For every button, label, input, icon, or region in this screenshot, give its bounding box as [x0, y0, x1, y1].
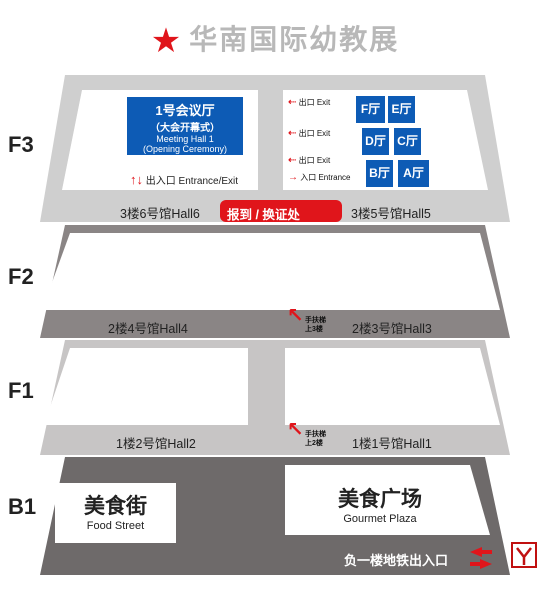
food-street-cn: 美食街	[84, 495, 147, 518]
hall3-label: 2楼3号馆Hall3	[352, 322, 432, 336]
page-title: ★华南国际幼教展	[0, 18, 550, 61]
exit-3: ⇠ 出口 Exit	[288, 155, 331, 166]
floor-label-f1: F1	[8, 378, 34, 403]
hall1-area	[285, 348, 500, 425]
updown-arrow-icon: ↑↓	[130, 172, 143, 187]
hall6-label: 3楼6号馆Hall6	[120, 207, 200, 221]
meeting-en2: (Opening Ceremony)	[142, 144, 228, 154]
room-f: F厅	[356, 96, 385, 123]
arrow-upleft-icon: ↖	[287, 419, 304, 441]
floor-label-f3: F3	[8, 132, 34, 157]
room-a: A厅	[398, 160, 429, 187]
room-c: C厅	[394, 128, 421, 155]
hall4-label: 2楼4号馆Hall4	[108, 322, 188, 336]
meeting-sub: （大会开幕式）	[150, 123, 220, 134]
arrow-left-icon: ⇠	[288, 97, 297, 108]
food-street-area	[55, 483, 176, 543]
hall5-label: 3楼5号馆Hall5	[351, 207, 431, 221]
hall2-area	[44, 348, 248, 425]
registration-label: 报到 / 换证处	[227, 208, 300, 222]
exit-2: ⇠ 出口 Exit	[288, 128, 331, 139]
hall1-label: 1楼1号馆Hall1	[352, 437, 432, 451]
entrance-exit: ↑↓ 出入口 Entrance/Exit	[130, 172, 239, 187]
registration-badge	[220, 200, 342, 222]
arrow-left-icon: ⇠	[288, 155, 297, 166]
arrow-upleft-icon: ↖	[287, 305, 304, 327]
title-text: 华南国际幼教展	[189, 24, 400, 55]
room-b: B厅	[366, 160, 393, 187]
metro-arrow-icon	[470, 547, 492, 569]
meeting-name: 1号会议厅	[155, 103, 215, 118]
hall2-label: 1楼2号馆Hall2	[116, 437, 196, 451]
arrow-left-icon: ⇠	[288, 128, 297, 139]
gourmet-en: Gourmet Plaza	[343, 513, 417, 525]
entrance-1: → 入口 Entrance	[288, 172, 351, 183]
meeting-hall-box: 1号会议厅 （大会开幕式） Meeting Hall 1 (Opening Ce…	[127, 97, 243, 155]
food-street-en: Food Street	[86, 520, 145, 532]
hall4-3-area	[42, 233, 500, 310]
gourmet-cn: 美食广场	[338, 488, 422, 511]
arrow-right-icon: →	[288, 172, 298, 183]
meeting-en1: Meeting Hall 1	[156, 134, 214, 144]
exit-1: ⇠ 出口 Exit	[288, 97, 331, 108]
floor-label-b1: B1	[8, 494, 37, 519]
gourmet-area	[285, 465, 490, 535]
floor-label-f2: F2	[8, 264, 34, 289]
escalator-f1: ↖ 手扶梯上2楼	[287, 419, 326, 447]
room-d: D厅	[362, 128, 389, 155]
metro-label: 负一楼地铁出入口	[344, 553, 449, 568]
room-e: E厅	[388, 96, 415, 123]
escalator-f2: ↖ 手扶梯上3楼	[287, 305, 326, 333]
star-icon: ★	[150, 22, 184, 60]
